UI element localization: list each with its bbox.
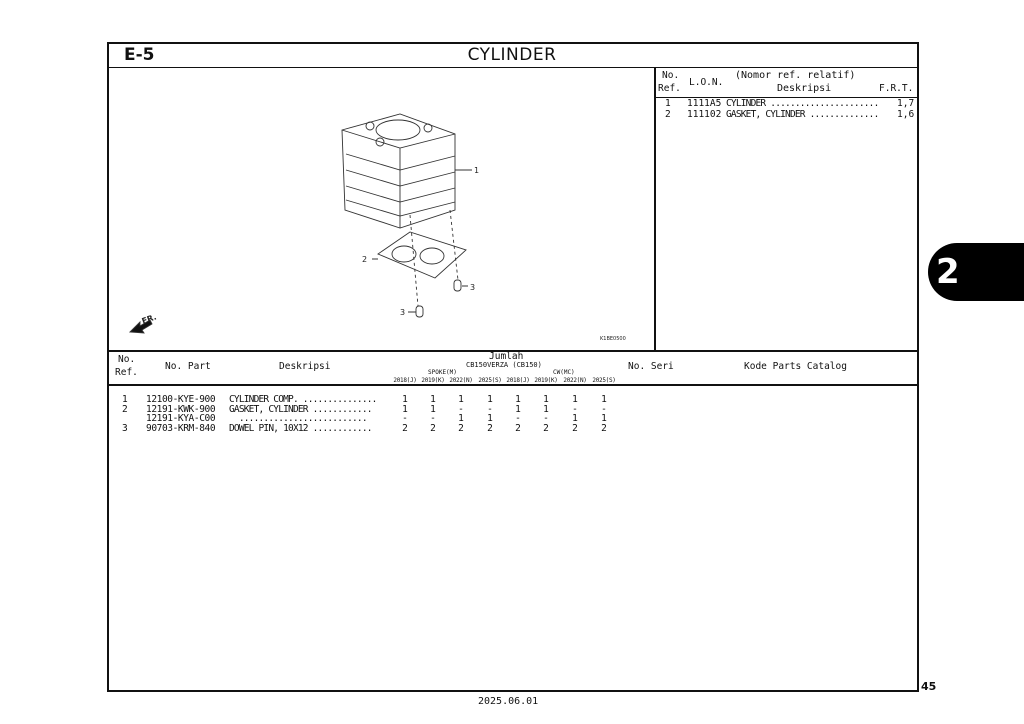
callout: 3 [400, 308, 405, 317]
col-desk: Deskripsi [777, 83, 832, 94]
year-header: 2019(K) [534, 377, 558, 384]
quantity: 1 [487, 413, 493, 425]
col-ref: Ref. [658, 83, 681, 94]
quantity: 1 [515, 394, 521, 405]
quantity: 2 [487, 423, 493, 435]
col-no: No. [662, 70, 680, 81]
divider [107, 384, 917, 386]
part-number: 12191-KWK-900 [146, 403, 216, 415]
front-arrow-icon [128, 319, 153, 334]
part-number: 12100-KYE-900 [146, 394, 216, 405]
cw-label: CW(MC) [553, 369, 575, 376]
part-number: 12191-KYA-C00 [146, 413, 216, 425]
quantity: 1 [572, 413, 578, 425]
col-part: No. Part [165, 361, 211, 372]
exploded-diagram: 1 2 3 3 FR. K1BE0500 [128, 113, 626, 342]
callout: 2 [362, 255, 367, 264]
frt: 1,6 [897, 109, 915, 120]
frt: 1,7 [897, 98, 915, 109]
quantity: 1 [572, 394, 578, 405]
quantity: 1 [430, 394, 436, 405]
description: DOWEL PIN, 10X12 ............ [229, 423, 372, 435]
divider [654, 67, 656, 350]
ref: 2 [665, 109, 671, 120]
ref: 1 [122, 394, 128, 405]
divider [107, 350, 917, 352]
col-no: No. [118, 354, 136, 365]
col-nomor: (Nomor ref. relatif) [735, 70, 856, 81]
page-title: CYLINDER [467, 45, 557, 65]
quantity: 2 [430, 423, 436, 435]
quantity: 2 [601, 423, 607, 435]
front-label: FR. [141, 312, 158, 326]
quantity: 1 [430, 403, 436, 415]
section-tab[interactable]: 2 [928, 243, 1024, 301]
quantity: 1 [601, 413, 607, 425]
desc: GASKET, CYLINDER .............. [726, 109, 879, 120]
gasket-illustration [377, 231, 467, 279]
desc: CYLINDER ...................... [726, 98, 879, 109]
quantity: - [487, 403, 493, 415]
callout: 1 [474, 166, 479, 175]
quantity: - [430, 413, 436, 425]
year-header: 2019(K) [421, 377, 445, 384]
quantity: 1 [515, 403, 521, 415]
quantity: 1 [458, 413, 464, 425]
description: GASKET, CYLINDER ............ [229, 403, 372, 415]
divider [654, 97, 917, 98]
part-number: 90703-KRM-840 [146, 423, 216, 435]
lon: 111102 [687, 109, 722, 120]
year-header: 2018(J) [506, 377, 530, 384]
lon: 1111A5 [687, 98, 722, 109]
quantity: - [402, 413, 408, 425]
year-header: 2018(J) [393, 377, 417, 384]
year-header: 2022(N) [563, 377, 587, 384]
quantity: 2 [543, 423, 549, 435]
quantity: - [515, 413, 521, 425]
quantity: 1 [543, 394, 549, 405]
quantity: 2 [458, 423, 464, 435]
quantity: 1 [402, 403, 408, 415]
dowel-pin [415, 305, 424, 318]
callout: 3 [470, 283, 475, 292]
col-desk: Deskripsi [279, 361, 331, 372]
quantity: 1 [402, 394, 408, 405]
date: 2025.06.01 [478, 696, 539, 707]
quantity: 2 [515, 423, 521, 435]
year-header: 2022(N) [449, 377, 473, 384]
section-code: E-5 [124, 45, 155, 65]
quantity: 2 [572, 423, 578, 435]
quantity: 2 [402, 423, 408, 435]
year-header: 2025(S) [478, 377, 502, 384]
quantity: - [572, 403, 578, 415]
quantity: 1 [543, 403, 549, 415]
col-frt: F.R.T. [879, 83, 914, 94]
col-seri: No. Seri [628, 361, 674, 372]
col-lon: L.O.N. [689, 77, 724, 88]
quantity: - [543, 413, 549, 425]
page-frame [107, 42, 919, 692]
model-label: CB150VERZA (CB150) [466, 361, 542, 369]
quantity: 1 [601, 394, 607, 405]
quantity: - [601, 403, 607, 415]
ref: 2 [122, 403, 128, 415]
quantity: 1 [458, 394, 464, 405]
col-ref: Ref. [115, 367, 138, 378]
description: CYLINDER COMP. ............... [229, 394, 377, 405]
ref: 3 [122, 423, 128, 435]
year-header: 2025(S) [592, 377, 616, 384]
quantity: 1 [487, 394, 493, 405]
col-jumlah: Jumlah [489, 351, 524, 362]
page-number: 45 [921, 680, 937, 693]
quantity: - [458, 403, 464, 415]
figure-code: K1BE0500 [600, 336, 626, 342]
dowel-pin [453, 279, 462, 292]
description: .......................... [229, 413, 368, 425]
cylinder-illustration [341, 113, 456, 229]
header-bar [107, 42, 917, 68]
col-kode: Kode Parts Catalog [744, 361, 847, 372]
spoke-label: SPOKE(M) [428, 369, 457, 376]
ref: 1 [665, 98, 671, 109]
